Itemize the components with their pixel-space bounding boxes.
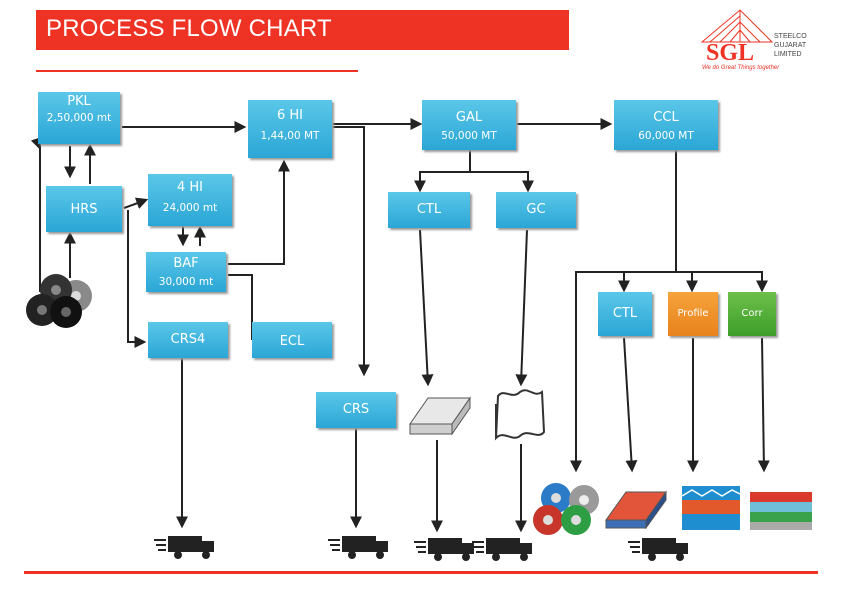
node-profile-label: Profile (677, 308, 709, 319)
arrow-ccl-coils (570, 150, 677, 473)
arrow-baf-6hi (228, 159, 290, 265)
arrow-baf-ecl (228, 274, 253, 340)
node-pkl-label: PKL (67, 94, 91, 109)
node-gc: GC (496, 192, 576, 228)
node-hrs: HRS (46, 186, 122, 232)
truck-icon (154, 536, 214, 559)
node-ccl-capacity: 60,000 MT (638, 130, 694, 142)
node-baf-capacity: 30,000 mt (158, 276, 214, 288)
node-gc-label: GC (526, 202, 546, 217)
arrow-gal-gc (470, 171, 534, 193)
node-baf-label: BAF (173, 256, 199, 271)
node-corr: Corr (728, 292, 776, 336)
logo-line2: GUJARAT (774, 42, 807, 49)
node-crs: CRS (316, 392, 396, 428)
corrugated-sheets-icon (750, 492, 812, 530)
node-ctl-top-label: CTL (416, 202, 442, 217)
logo-graphic: SGL STEELCO GUJARAT LIMITED We do Great … (700, 9, 807, 71)
profile-sheets-icon (681, 486, 741, 530)
node-gal-capacity: 50,000 MT (441, 130, 497, 142)
node-ecl-label: ECL (279, 334, 305, 349)
node-hrs-label: HRS (70, 202, 98, 217)
node-gal-label: GAL (455, 110, 483, 125)
logo-line1: STEELCO (774, 33, 807, 40)
truck-icon (628, 538, 688, 561)
colored-coils-icon (533, 483, 599, 535)
node-six-hi: 6 HI 1,44,00 MT (248, 100, 332, 158)
arrow-ctl-plates (419, 229, 434, 387)
logo-letters: SGL (706, 40, 754, 66)
node-profile: Profile (668, 292, 718, 336)
truck-icon (472, 538, 532, 561)
node-crs4: CRS4 (148, 322, 228, 358)
arrow-gc-sheets (515, 229, 528, 387)
arrow-left-loop (30, 136, 44, 292)
steel-coils-icon (26, 274, 92, 328)
logo-line3: LIMITED (774, 51, 802, 58)
title-underline (36, 70, 358, 72)
title-bar: PROCESS FLOW CHART (36, 10, 569, 50)
node-crs-label: CRS (342, 402, 370, 417)
logo-tagline: We do Great Things together (702, 65, 780, 71)
colored-plates-icon (605, 490, 667, 530)
arrow-to-crs4 (127, 210, 147, 348)
node-ctl-right: CTL (598, 292, 652, 336)
arrow-ctl-sheets (623, 337, 638, 473)
node-six-hi-label: 6 HI (276, 108, 303, 123)
arrow-6hi-crs (333, 126, 370, 377)
node-ctl-right-label: CTL (612, 306, 638, 321)
node-corr-label: Corr (741, 308, 763, 319)
node-ctl-top: CTL (388, 192, 470, 228)
node-six-hi-capacity: 1,44,00 MT (260, 130, 320, 142)
node-baf: BAF 30,000 mt (146, 252, 226, 292)
page-title: PROCESS FLOW CHART (46, 15, 332, 42)
node-four-hi-label: 4 HI (176, 180, 203, 195)
node-gal: GAL 50,000 MT (422, 100, 516, 150)
company-logo: SGL STEELCO GUJARAT LIMITED We do Great … (700, 8, 820, 72)
node-four-hi-capacity: 24,000 mt (162, 202, 218, 214)
rolled-sheets-icon (494, 389, 546, 441)
node-ecl: ECL (252, 322, 332, 358)
footer-rule (24, 571, 818, 574)
node-ccl: CCL 60,000 MT (614, 100, 718, 150)
node-ccl-label: CCL (653, 110, 679, 125)
node-pkl-capacity: 2,50,000 mt (46, 112, 112, 124)
truck-icon (328, 536, 388, 559)
node-crs4-label: CRS4 (170, 332, 206, 347)
node-four-hi: 4 HI 24,000 mt (148, 174, 232, 226)
arrow-corr-sheets (757, 337, 770, 473)
node-pkl: PKL 2,50,000 mt (38, 92, 120, 144)
arrow-gal-ctl (414, 150, 471, 193)
arrow-ccl-corr (676, 271, 768, 293)
truck-icon (414, 538, 474, 561)
arrow-hrs-4hi (123, 197, 149, 209)
stacked-plates-icon (409, 396, 471, 436)
